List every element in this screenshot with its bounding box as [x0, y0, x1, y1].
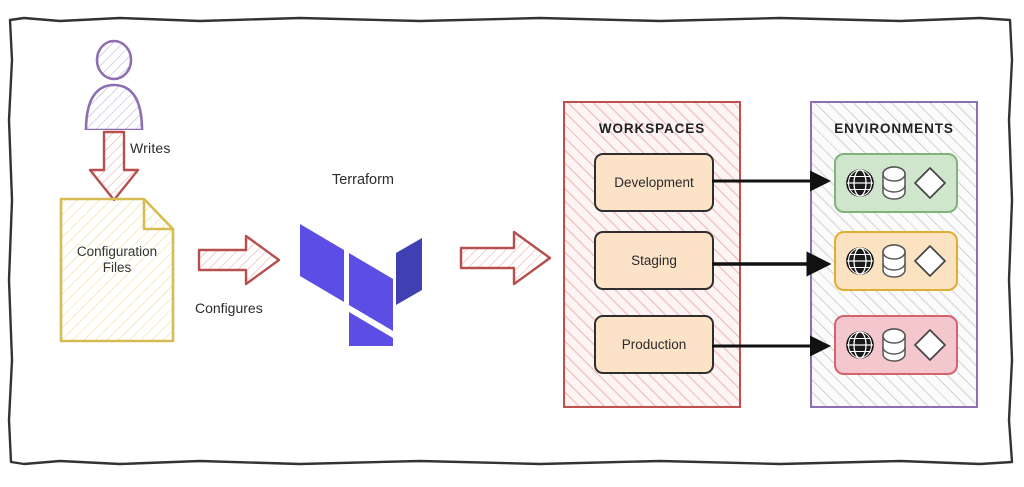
deploy-arrow-icon [459, 230, 552, 286]
workspace-box-staging[interactable]: Staging [594, 231, 714, 290]
workspaces-panel: WORKSPACES Development Staging Productio… [563, 101, 741, 408]
writes-arrow-icon [88, 130, 140, 202]
globe-icon [846, 169, 874, 197]
environment-card-staging[interactable] [834, 231, 958, 291]
database-icon [882, 166, 906, 200]
database-icon [882, 328, 906, 362]
workspace-box-production[interactable]: Production [594, 315, 714, 374]
environments-panel-title: ENVIRONMENTS [834, 121, 954, 136]
diamond-icon [914, 329, 946, 361]
database-icon [882, 244, 906, 278]
file-icon [59, 197, 175, 343]
configures-arrow-icon [197, 234, 281, 286]
workspace-label: Staging [631, 253, 677, 268]
person-icon [84, 39, 144, 130]
workspaces-panel-title: WORKSPACES [598, 121, 706, 136]
terraform-label: Terraform [331, 172, 395, 188]
workspace-label: Development [614, 175, 694, 190]
configuration-files-node: Configuration Files [58, 196, 176, 344]
environments-panel: ENVIRONMENTS [810, 101, 978, 408]
configures-label: Configures [195, 300, 263, 316]
terraform-logo-icon [300, 224, 422, 346]
diamond-icon [914, 167, 946, 199]
environment-card-production[interactable] [834, 315, 958, 375]
diamond-icon [914, 245, 946, 277]
configuration-files-label: Configuration Files [76, 244, 158, 275]
environment-card-development[interactable] [834, 153, 958, 213]
workspace-box-development[interactable]: Development [594, 153, 714, 212]
globe-icon [846, 331, 874, 359]
globe-icon [846, 247, 874, 275]
workspace-label: Production [621, 337, 687, 352]
writes-label: Writes [130, 140, 171, 156]
